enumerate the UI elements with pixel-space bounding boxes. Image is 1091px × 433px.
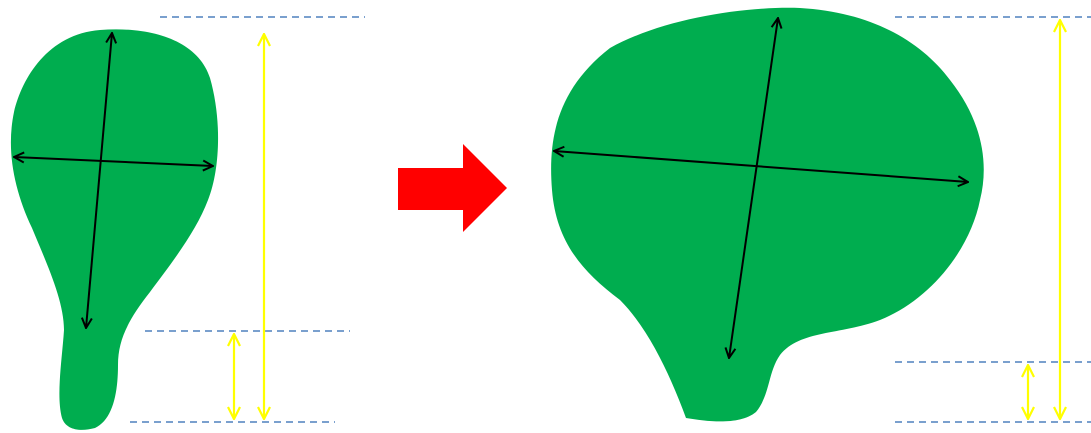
narrow-leaf-guides [130,16,365,423]
broad-leaf-height-arrows [1028,20,1060,419]
right-arrow-icon [398,144,507,232]
narrow-leaf-blade [10,29,219,430]
narrow-leaf-length-arrow [86,33,112,328]
broad-leaf-length-arrow [729,18,778,358]
broad-leaf [551,7,984,422]
narrow-leaf-height-arrows [234,34,264,419]
broad-leaf-blade [551,7,984,422]
narrow-leaf [10,29,219,430]
broad-leaf-guides [895,16,1091,423]
